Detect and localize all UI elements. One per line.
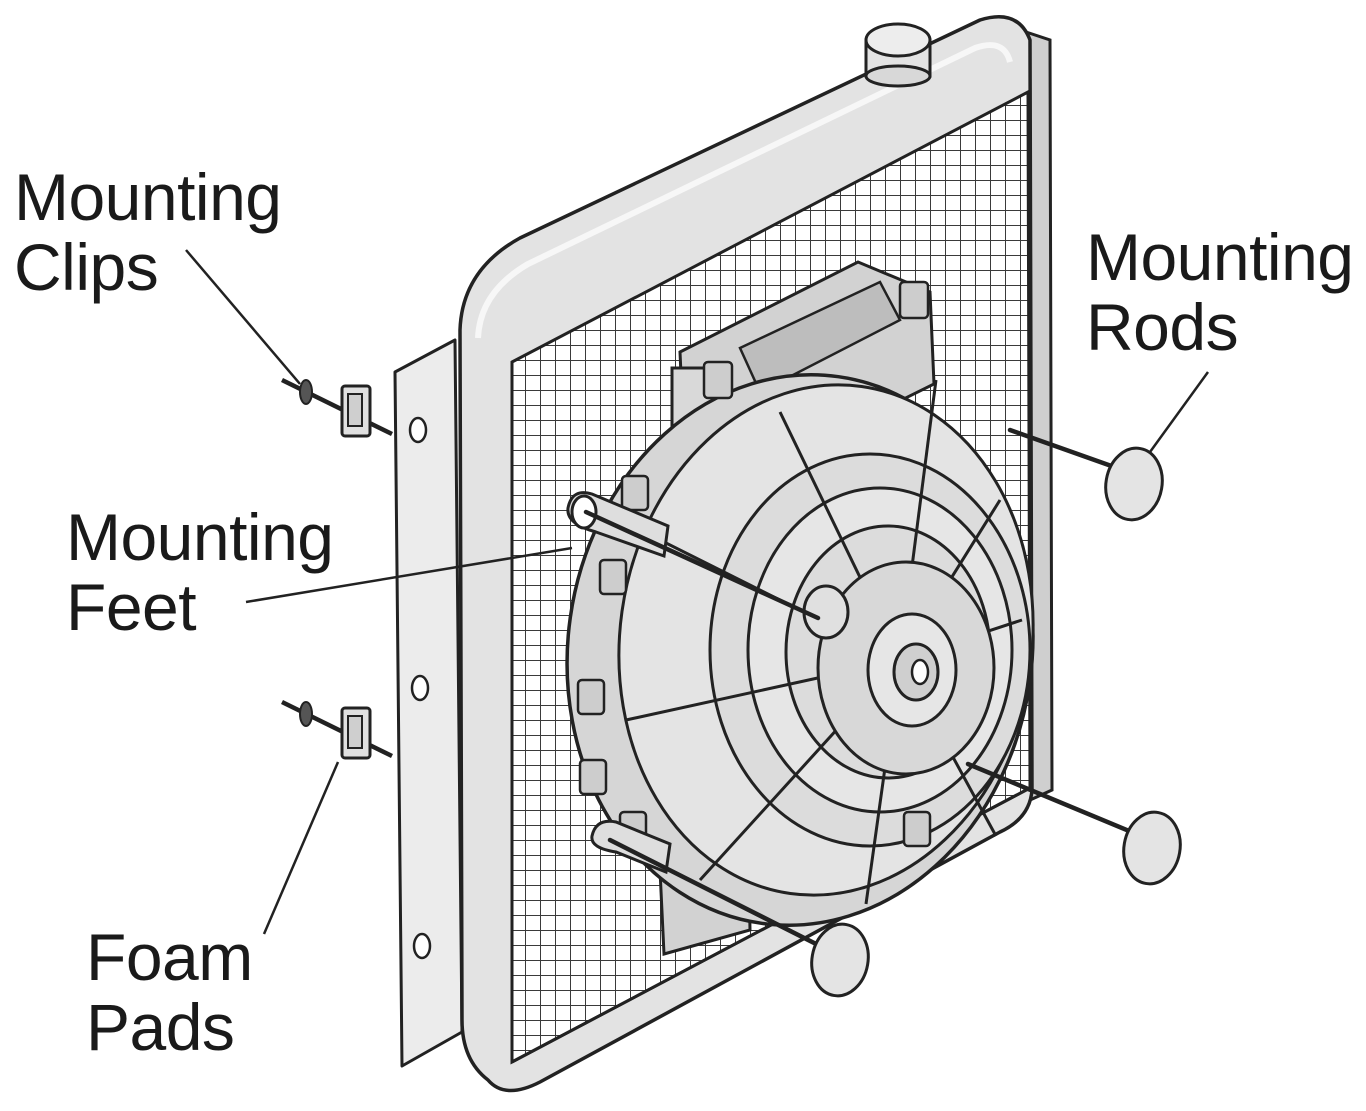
label-line: Mounting <box>66 500 334 574</box>
label-foam-pads: Foam Pads <box>86 922 253 1062</box>
side-bracket <box>393 338 464 1068</box>
label-line: Foam <box>86 920 253 994</box>
label-mounting-rods: Mounting Rods <box>1086 222 1354 362</box>
label-mounting-clips: Mounting Clips <box>14 162 282 302</box>
label-line: Mounting <box>14 160 282 234</box>
label-line: Pads <box>86 990 235 1064</box>
rod-end-caps <box>810 446 1182 998</box>
label-line: Rods <box>1086 290 1239 364</box>
label-mounting-feet: Mounting Feet <box>66 502 334 642</box>
lower-clip-pad <box>281 699 393 760</box>
upper-clip-pad <box>281 377 393 438</box>
label-line: Clips <box>14 230 159 304</box>
electric-fan <box>565 260 1035 956</box>
label-line: Feet <box>66 570 197 644</box>
leader-lines <box>185 249 1210 935</box>
filler-cap-icon <box>864 22 932 88</box>
label-line: Mounting <box>1086 220 1354 294</box>
